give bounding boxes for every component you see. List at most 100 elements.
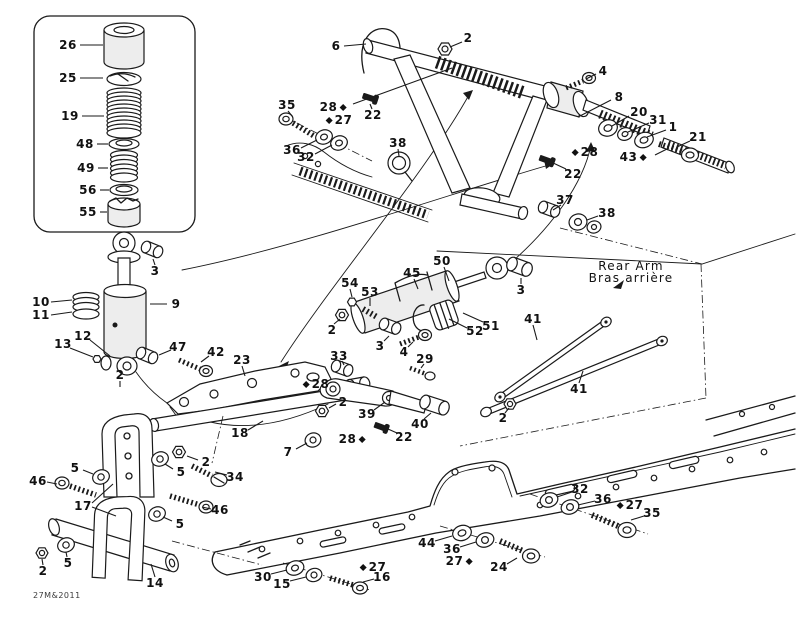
callout-33: 33	[330, 349, 348, 363]
callout-5: 5	[177, 465, 186, 479]
callout-number: 12	[74, 329, 92, 343]
callout-22: 22	[364, 108, 382, 122]
callout-48: 48	[76, 137, 94, 151]
callout-38: 38	[389, 136, 407, 150]
callout-5: 5	[71, 461, 80, 475]
callout-number: 50	[433, 254, 451, 268]
callout-31: 31	[649, 113, 667, 127]
callout-32: 32	[571, 482, 589, 496]
callout-49: 49	[77, 161, 95, 175]
part-dot	[571, 148, 579, 156]
callout-number: 35	[278, 98, 296, 112]
callout-number: 27	[445, 554, 464, 568]
part-dot	[639, 153, 647, 161]
callout-2: 2	[339, 395, 348, 409]
callout-22: 22	[564, 167, 582, 181]
callout-number: 48	[76, 137, 94, 151]
callout-28: 28	[301, 377, 330, 391]
callout-number: 22	[364, 108, 382, 122]
callout-3: 3	[517, 283, 526, 297]
callout-44: 44	[418, 536, 436, 550]
callout-number: 4	[598, 64, 608, 78]
callout-9: 9	[172, 297, 181, 311]
callout-20: 20	[630, 105, 648, 119]
callout-47: 47	[169, 340, 187, 354]
callout-number: 30	[254, 570, 272, 584]
callout-46: 46	[211, 503, 229, 517]
callout-50: 50	[433, 254, 451, 268]
callout-number: 46	[211, 503, 229, 517]
callout-30: 30	[254, 570, 272, 584]
callout-10: 10	[32, 295, 50, 309]
callout-number: 41	[570, 382, 588, 396]
callout-number: 31	[649, 113, 667, 127]
callout-28: 28	[570, 145, 599, 159]
callout-2: 2	[202, 455, 211, 469]
callout-number: 28	[311, 377, 330, 391]
callout-number: 5	[70, 461, 80, 475]
callout-43: 43	[620, 150, 649, 164]
callout-4: 4	[599, 64, 608, 78]
callout-42: 42	[207, 345, 225, 359]
callout-number: 49	[77, 161, 95, 175]
callout-8: 8	[615, 90, 624, 104]
part-dot	[325, 116, 333, 124]
callout-35: 35	[278, 98, 296, 112]
callout-number: 17	[74, 499, 92, 513]
callout-number: 28	[338, 432, 357, 446]
callout-number: 38	[598, 206, 616, 220]
callout-2: 2	[116, 368, 125, 382]
callout-number: 16	[373, 570, 391, 584]
callout-number: 2	[463, 31, 473, 45]
callout-40: 40	[411, 417, 429, 431]
callout-number: 15	[273, 577, 291, 591]
callout-21: 21	[689, 130, 707, 144]
callout-number: 13	[54, 337, 72, 351]
zone-label-en: Rear Arm	[598, 259, 664, 273]
callout-53: 53	[361, 285, 379, 299]
callout-number: 21	[689, 130, 707, 144]
part-dot	[358, 435, 366, 443]
callout-number: 2	[327, 323, 337, 337]
zone-label: Rear Arm Bras arrière	[589, 260, 674, 284]
callout-28: 28	[320, 100, 349, 114]
callout-number: 1	[668, 120, 678, 134]
callout-number: 47	[169, 340, 187, 354]
callout-number: 35	[643, 506, 661, 520]
callout-number: 9	[171, 297, 181, 311]
callout-number: 51	[482, 319, 500, 333]
callout-number: 26	[59, 38, 77, 52]
callout-15: 15	[273, 577, 291, 591]
callout-number: 56	[79, 183, 97, 197]
callout-number: 10	[32, 295, 50, 309]
callout-13: 13	[54, 337, 72, 351]
callout-41: 41	[570, 382, 588, 396]
callout-27: 27	[358, 560, 387, 574]
callout-39: 39	[358, 407, 376, 421]
callout-number: 24	[490, 560, 508, 574]
callout-2: 2	[39, 564, 48, 578]
callout-number: 8	[614, 90, 624, 104]
callout-number: 45	[403, 266, 421, 280]
callout-5: 5	[176, 517, 185, 531]
callout-32: 32	[297, 150, 315, 164]
callout-number: 54	[341, 276, 359, 290]
callout-34: 34	[226, 470, 244, 484]
callout-number: 41	[524, 312, 542, 326]
callout-46: 46	[29, 474, 47, 488]
callout-number: 36	[594, 492, 612, 506]
callout-2: 2	[328, 323, 337, 337]
callout-27: 27	[324, 113, 353, 127]
callout-number: 5	[63, 556, 73, 570]
callout-25: 25	[59, 71, 77, 85]
callout-number: 39	[358, 407, 376, 421]
callout-number: 5	[176, 465, 186, 479]
callout-number: 23	[233, 353, 251, 367]
callout-number: 53	[361, 285, 379, 299]
callout-24: 24	[490, 560, 508, 574]
callout-36: 36	[443, 542, 461, 556]
callout-55: 55	[79, 205, 97, 219]
callout-number: 19	[61, 109, 79, 123]
